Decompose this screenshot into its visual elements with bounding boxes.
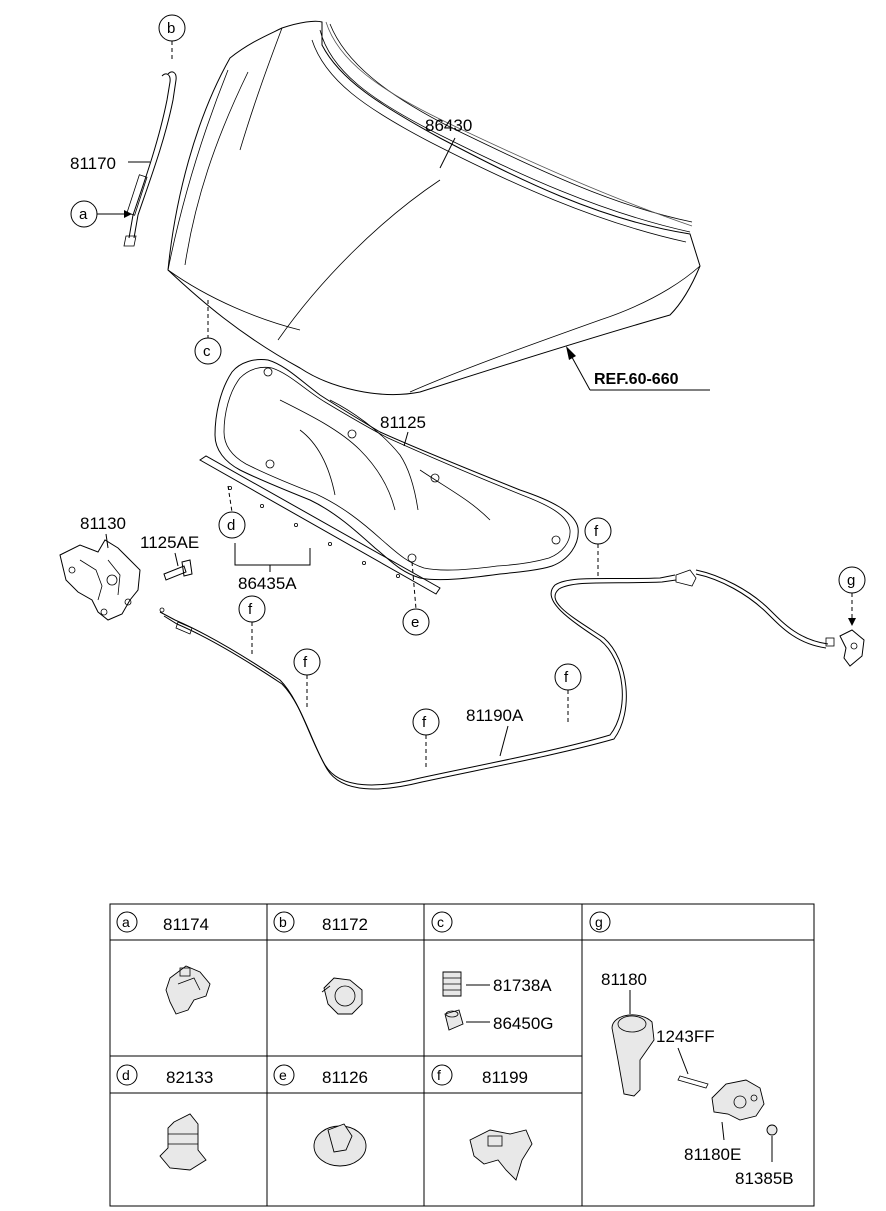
legend-cell-g[interactable]: g 81180 1243FF 81180E 81385B bbox=[589, 911, 794, 1188]
part-86450g-drawing bbox=[444, 1009, 464, 1031]
weatherstrip-86435a[interactable] bbox=[199, 455, 441, 595]
part-81180e-drawing bbox=[711, 1079, 765, 1121]
legend-cell-d[interactable]: d 82133 bbox=[116, 1064, 213, 1171]
label-1125ae: 1125AE bbox=[140, 533, 199, 552]
label-81190a: 81190A bbox=[466, 706, 524, 725]
leader-1125ae bbox=[174, 552, 179, 567]
svg-text:f: f bbox=[422, 714, 427, 731]
leader-1243ff bbox=[677, 1047, 689, 1075]
part-81172-drawing bbox=[321, 977, 363, 1015]
release-cable[interactable] bbox=[159, 569, 835, 790]
legend-cell-f[interactable]: f 81199 bbox=[431, 1064, 533, 1181]
svg-text:81172: 81172 bbox=[322, 915, 368, 934]
part-81126-drawing bbox=[313, 1123, 367, 1167]
svg-text:c: c bbox=[437, 914, 444, 930]
callout-f-4[interactable]: f bbox=[554, 663, 582, 725]
release-handle[interactable] bbox=[839, 629, 865, 667]
legend-cell-c[interactable]: c 81738A 86450G bbox=[431, 911, 554, 1033]
svg-text:81738A: 81738A bbox=[493, 976, 552, 995]
svg-text:e: e bbox=[411, 614, 419, 631]
part-82133-drawing bbox=[159, 1113, 207, 1171]
hood-stay[interactable] bbox=[123, 71, 177, 247]
hood-latch[interactable] bbox=[59, 539, 141, 621]
label-81170: 81170 bbox=[70, 154, 116, 173]
label-81125: 81125 bbox=[380, 413, 426, 432]
insulator-pad[interactable] bbox=[214, 359, 579, 581]
svg-text:82133: 82133 bbox=[166, 1068, 213, 1087]
svg-text:d: d bbox=[227, 517, 235, 534]
label-86435a: 86435A bbox=[238, 574, 297, 593]
callout-c[interactable]: c bbox=[194, 300, 222, 365]
svg-text:81126: 81126 bbox=[322, 1068, 368, 1087]
hood-seal-line bbox=[325, 21, 693, 227]
svg-text:f: f bbox=[594, 523, 599, 540]
part-81738a-drawing bbox=[442, 971, 462, 997]
callout-e[interactable]: e bbox=[402, 561, 430, 636]
svg-text:81385B: 81385B bbox=[735, 1169, 794, 1188]
svg-text:d: d bbox=[122, 1067, 130, 1083]
callout-f-1[interactable]: f bbox=[238, 595, 266, 655]
svg-text:b: b bbox=[279, 914, 287, 930]
svg-text:81174: 81174 bbox=[163, 915, 209, 934]
legend-cell-e[interactable]: e 81126 bbox=[273, 1064, 368, 1167]
ref-arrowhead bbox=[566, 346, 576, 360]
svg-text:86450G: 86450G bbox=[493, 1014, 554, 1033]
svg-text:1243FF: 1243FF bbox=[656, 1027, 715, 1046]
callout-d[interactable]: d bbox=[218, 485, 246, 539]
callout-f-5[interactable]: f bbox=[584, 517, 612, 577]
ref-label[interactable]: REF.60-660 bbox=[594, 371, 679, 388]
leader-86430 bbox=[439, 137, 456, 169]
svg-text:81180: 81180 bbox=[601, 970, 647, 989]
leader-86435a bbox=[234, 543, 311, 566]
svg-text:81180E: 81180E bbox=[684, 1145, 741, 1164]
svg-text:81199: 81199 bbox=[482, 1068, 528, 1087]
hood-panel[interactable] bbox=[167, 20, 701, 395]
part-81174-drawing bbox=[165, 965, 211, 1015]
legend-table bbox=[109, 903, 815, 1207]
leader-81180e bbox=[721, 1121, 725, 1141]
latch-bolt[interactable] bbox=[163, 559, 193, 581]
callout-a[interactable]: a bbox=[70, 200, 132, 228]
leader-81190a bbox=[499, 725, 509, 757]
part-81385b-drawing bbox=[766, 1124, 778, 1136]
svg-text:f: f bbox=[564, 669, 569, 686]
part-81199-drawing bbox=[469, 1129, 533, 1181]
label-86430: 86430 bbox=[425, 116, 472, 135]
callout-g[interactable]: g bbox=[838, 566, 866, 626]
svg-text:f: f bbox=[248, 601, 253, 618]
svg-text:b: b bbox=[167, 20, 175, 37]
part-1243ff-drawing bbox=[677, 1075, 709, 1089]
svg-text:c: c bbox=[203, 343, 211, 360]
svg-text:g: g bbox=[595, 914, 603, 930]
svg-text:f: f bbox=[437, 1067, 441, 1083]
svg-text:e: e bbox=[279, 1067, 287, 1083]
callout-f-3[interactable]: f bbox=[412, 708, 440, 768]
svg-text:g: g bbox=[847, 572, 855, 589]
leader-81130 bbox=[105, 533, 109, 549]
callout-b[interactable]: b bbox=[158, 14, 186, 62]
svg-text:f: f bbox=[303, 654, 308, 671]
legend-cell-b[interactable]: b 81172 bbox=[273, 911, 368, 1015]
svg-text:a: a bbox=[79, 206, 88, 223]
legend-cell-a[interactable]: a 81174 bbox=[116, 911, 211, 1015]
callout-f-2[interactable]: f bbox=[293, 648, 321, 708]
svg-text:a: a bbox=[122, 914, 130, 930]
leader-81125 bbox=[403, 431, 409, 447]
label-81130: 81130 bbox=[80, 514, 126, 533]
part-81180-drawing bbox=[611, 1014, 655, 1097]
